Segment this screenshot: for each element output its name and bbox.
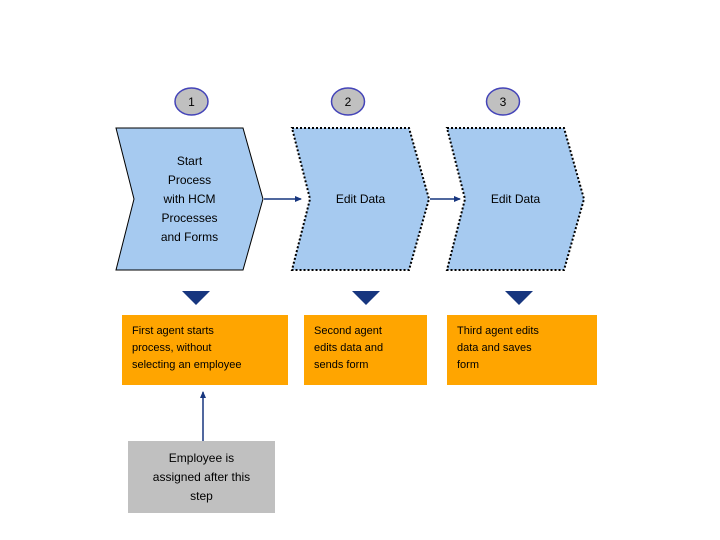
note-box-1: First agent starts process, without sele…	[122, 315, 288, 385]
process-chevron-1-label: Start Process with HCM Processes and For…	[160, 153, 219, 244]
step-2-badge-label: 2	[344, 94, 352, 109]
step-3-badge-label: 3	[499, 94, 507, 109]
note-box-3: Third agent edits data and saves form	[447, 315, 597, 385]
down-arrow-icon-2	[352, 291, 380, 305]
process-chevron-2-label: Edit Data	[335, 191, 386, 206]
process-chevron-1	[115, 127, 264, 271]
process-chevron-3	[445, 127, 586, 271]
step-1-badge-ellipse	[174, 87, 209, 116]
note-box-2: Second agent edits data and sends form	[304, 315, 427, 385]
process-chevron-2	[290, 127, 431, 271]
down-arrow-icon-1	[182, 291, 210, 305]
callout-box: Employee is assigned after this step	[128, 441, 275, 513]
down-arrow-icon-3	[505, 291, 533, 305]
step-1-badge-label: 1	[188, 94, 195, 109]
process-chevron-3-label: Edit Data	[490, 191, 541, 206]
step-3-badge-ellipse	[485, 87, 521, 116]
step-2-badge-ellipse	[330, 87, 366, 116]
